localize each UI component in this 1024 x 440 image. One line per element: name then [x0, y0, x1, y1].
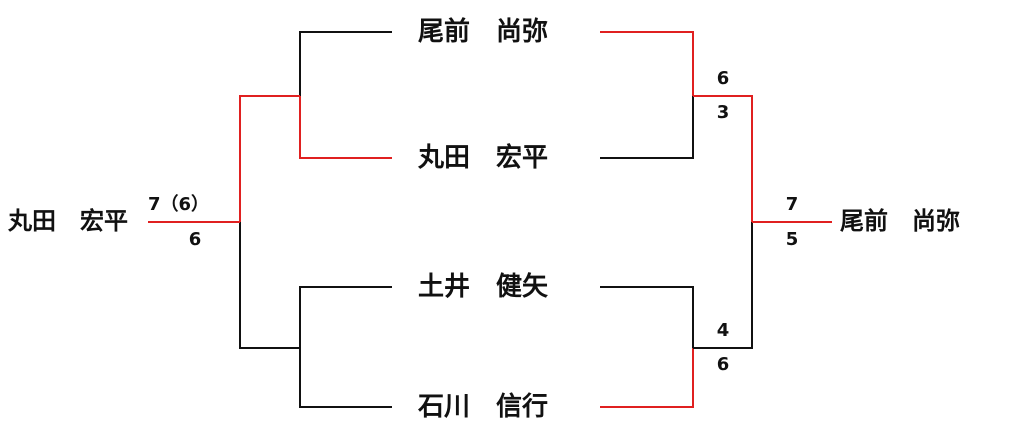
right-semi-lower-score-bottom: 6	[716, 354, 730, 375]
right-semi-lower-p3-line	[600, 286, 694, 348]
player-3-name: 土井 健矢	[418, 272, 549, 302]
left-semi-upper-p1-line	[299, 31, 392, 96]
right-semi-upper-score-top: 6	[716, 68, 730, 89]
right-semi-lower-score-top: 4	[716, 320, 730, 341]
right-final-score-bottom: 5	[785, 229, 799, 250]
right-semi-lower-p4-line	[600, 348, 694, 408]
right-final-score-top: 7	[785, 194, 799, 215]
right-final-upper-line	[693, 95, 753, 222]
left-semi-upper-p2-line	[299, 96, 392, 159]
left-winner-name: 丸田 宏平	[8, 207, 128, 235]
right-final-lower-line	[693, 222, 753, 349]
right-semi-upper-p1-line	[600, 31, 694, 96]
player-1-name: 尾前 尚弥	[418, 17, 549, 47]
left-final-upper-line	[239, 95, 300, 222]
right-semi-upper-p2-line	[600, 96, 694, 159]
left-final-lower-line	[239, 222, 300, 349]
left-semi-lower-p3-line	[299, 286, 392, 348]
right-semi-upper-score-bottom: 3	[716, 102, 730, 123]
left-final-score-bottom: 6	[188, 229, 202, 250]
right-winner-name: 尾前 尚弥	[840, 207, 960, 235]
left-final-score-top: 7（6）	[148, 194, 210, 215]
player-4-name: 石川 信行	[418, 392, 549, 422]
left-semi-lower-p4-line	[299, 348, 392, 408]
player-2-name: 丸田 宏平	[418, 143, 549, 173]
